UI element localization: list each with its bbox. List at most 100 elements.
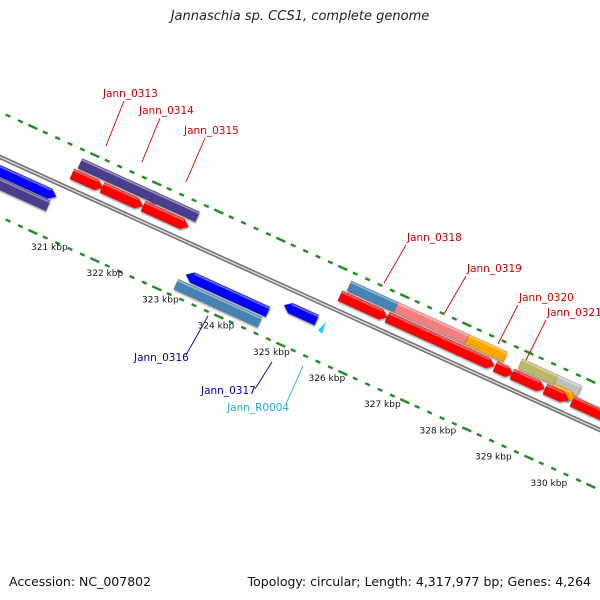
- cds-jann-0321: [509, 368, 546, 392]
- scale-tick: [523, 349, 534, 356]
- gene-jann-0315: [149, 190, 201, 223]
- leader-jann-0314: [141, 117, 161, 163]
- scale-tick: [439, 310, 445, 316]
- leader-jann-0321: [525, 319, 547, 361]
- cds-jann-0318: [337, 290, 388, 320]
- scale-tick: [265, 231, 272, 237]
- leader-jann-r0004: [285, 365, 304, 405]
- leader-jann-0315: [185, 137, 206, 183]
- label-jann-0313: Jann_0313: [102, 88, 158, 100]
- scale-tick: [337, 264, 348, 272]
- label-jann-0315: Jann_0315: [183, 125, 239, 137]
- scale-tick: [461, 426, 472, 433]
- scale-tick: [17, 224, 24, 229]
- leader-jann-0313: [105, 100, 125, 147]
- scale-tick: [585, 377, 596, 384]
- scale-tick: [426, 410, 433, 415]
- gene-jann-0321-end: [553, 374, 583, 397]
- scale-tick: [89, 151, 100, 159]
- scale-tick: [488, 333, 495, 338]
- cds-jann-0313: [69, 168, 104, 191]
- leader-jann-0317: [254, 361, 273, 390]
- scale-tick: [27, 228, 38, 236]
- scale-tick: [414, 404, 421, 409]
- label-jann-r0004: Jann_R0004: [226, 402, 289, 414]
- feature-track: [0, 157, 600, 421]
- scale-tick: [104, 263, 111, 268]
- scale-tick: [42, 130, 49, 135]
- scale-tick: [563, 472, 569, 477]
- label-jann-0321: Jann_0321: [546, 307, 600, 319]
- scale-tick: [5, 218, 11, 223]
- scale-tick: [79, 252, 86, 257]
- scale-tick: [399, 398, 410, 405]
- scale-tick: [327, 260, 334, 265]
- scale-tick: [116, 269, 123, 274]
- scale-tick: [501, 339, 507, 344]
- scale-tick: [414, 299, 421, 304]
- scale-tick: [426, 305, 433, 310]
- scale-tick: [141, 175, 148, 180]
- scale-tick: [253, 331, 259, 336]
- scale-tick: [575, 478, 582, 483]
- scale-tick: [399, 293, 410, 300]
- scale-tick: [89, 256, 100, 264]
- scale-tick: [315, 254, 321, 259]
- scale-tick: [166, 291, 173, 297]
- scale-tick: [166, 186, 173, 192]
- scale-tick: [585, 482, 596, 489]
- label-jann-0320: Jann_0320: [518, 292, 574, 304]
- scale-tick: [54, 241, 61, 246]
- scale-tick: [240, 325, 247, 330]
- scale-tick: [290, 348, 297, 353]
- cds-next: [542, 383, 570, 403]
- scale-tick: [513, 344, 520, 350]
- label-jann-0317: Jann_0317: [200, 385, 256, 397]
- scale-tick: [550, 466, 557, 472]
- gene-jann-0316: [173, 278, 263, 328]
- scale-tick: [151, 285, 162, 292]
- scale-tick: [575, 373, 582, 378]
- scale-tick: [513, 449, 520, 455]
- scale-tick: [17, 119, 24, 124]
- scale-label-321: 321 kbp: [31, 243, 68, 253]
- scale-tick: [352, 271, 359, 276]
- scale-tick: [302, 353, 309, 359]
- scale-tick: [461, 321, 472, 328]
- scale-tick: [141, 280, 148, 285]
- scale-tick: [228, 215, 235, 220]
- cds-small: [492, 360, 514, 377]
- scale-tick: [315, 359, 321, 364]
- scale-tick: [54, 136, 61, 141]
- scale-tick: [240, 220, 247, 225]
- label-jann-0319: Jann_0319: [466, 263, 522, 275]
- scale-tick: [476, 327, 483, 333]
- scale-tick: [302, 248, 309, 254]
- scale-tick: [203, 308, 210, 314]
- scale-tick: [538, 461, 545, 466]
- leader-jann-0316: [185, 315, 209, 356]
- scale-tick: [253, 226, 259, 231]
- scale-tick: [451, 421, 458, 426]
- scale-tick: [203, 203, 210, 209]
- scale-tick: [451, 316, 458, 321]
- scale-label-322: 322 kbp: [87, 269, 124, 279]
- leader-jann-0318: [383, 244, 407, 284]
- scale-tick: [42, 235, 49, 240]
- scale-tick: [290, 243, 297, 248]
- cds-jann-0314: [99, 182, 144, 209]
- label-jann-0314: Jann_0314: [138, 105, 194, 117]
- scale-tick: [538, 356, 545, 361]
- scale-tick: [377, 387, 383, 393]
- feature-partial-blue: [0, 160, 57, 200]
- scale-tick: [213, 313, 224, 320]
- scale-tick: [129, 274, 135, 280]
- backbone-line: [0, 154, 600, 433]
- label-jann-0316: Jann_0316: [133, 352, 189, 364]
- scale-tick: [389, 288, 396, 293]
- scale-tick: [275, 236, 286, 243]
- scale-tick: [364, 277, 371, 282]
- scale-tick: [563, 367, 569, 372]
- accession-text: Accession: NC_007802: [9, 574, 152, 589]
- scale-tick: [104, 158, 111, 163]
